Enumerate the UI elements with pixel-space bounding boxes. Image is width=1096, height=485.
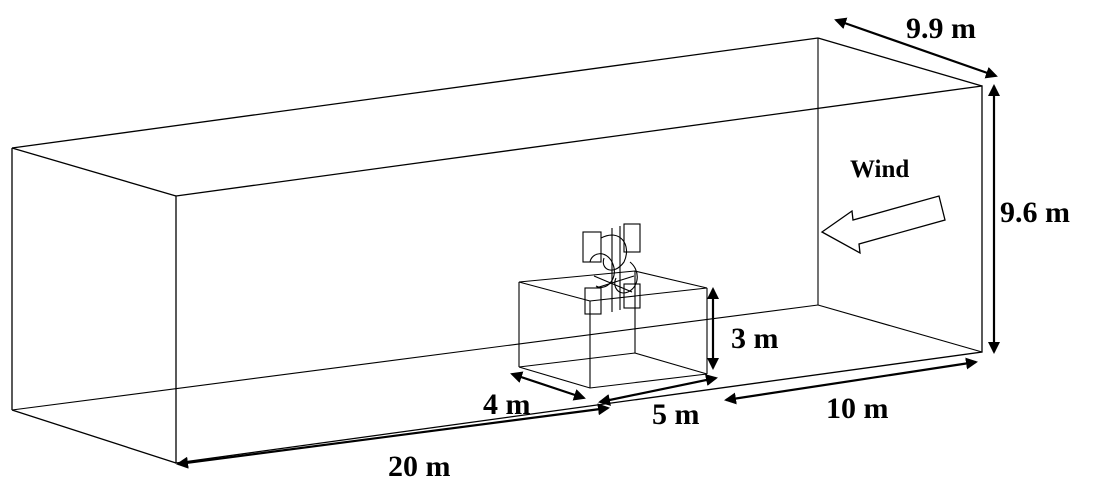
wind-arrow (820, 195, 946, 255)
domain-back-bottom-edge (11, 304, 819, 411)
downstream-length-label: 10 m (826, 392, 889, 425)
dimension-lines (176, 17, 1000, 469)
wind-turbine (582, 223, 641, 315)
turbine-blade-bottom-right (623, 283, 641, 309)
turbine-blade-top-left (582, 231, 602, 263)
upstream-length-label: 20 m (388, 450, 451, 480)
building-depth-label: 4 m (483, 388, 531, 421)
dim-line-upstream-length (176, 403, 610, 469)
turbine-blade-top-right (623, 223, 641, 253)
turbine-blade-curve-3 (614, 261, 638, 294)
wind-label: Wind (850, 156, 909, 183)
building-bottom-back-edges (518, 352, 708, 375)
dim-line-building-width (598, 374, 718, 406)
wind-arrow-shape (820, 195, 946, 255)
turbine-blade-bottom-left (584, 287, 602, 315)
turbine-hub-cross-1 (595, 275, 635, 289)
dim-line-tunnel-depth (834, 17, 998, 79)
dim-line-downstream-length (724, 357, 978, 405)
turbine-hub-cross-2 (593, 275, 633, 293)
building-box (518, 270, 708, 389)
domain-top-left-depth-edge (11, 147, 177, 197)
domain-bottom-left-depth-edge (11, 409, 177, 464)
building-width-label: 5 m (652, 398, 700, 431)
dimension-labels: Wind 9.9 m 9.6 m 3 m 4 m 5 m 10 m 20 m (388, 12, 1070, 483)
domain-back-top-edge (11, 37, 819, 149)
turbine-blade-curve-1 (600, 234, 628, 271)
building-height-label: 3 m (731, 322, 779, 355)
dim-line-building-depth (510, 371, 586, 401)
tunnel-depth-label: 9.9 m (906, 12, 976, 45)
domain-bottom-right-depth-edge (817, 304, 983, 353)
tunnel-height-label: 9.6 m (1000, 196, 1070, 229)
turbine-blade-curve-2 (589, 253, 615, 288)
domain-box (11, 37, 983, 464)
building-top-face (518, 270, 708, 302)
